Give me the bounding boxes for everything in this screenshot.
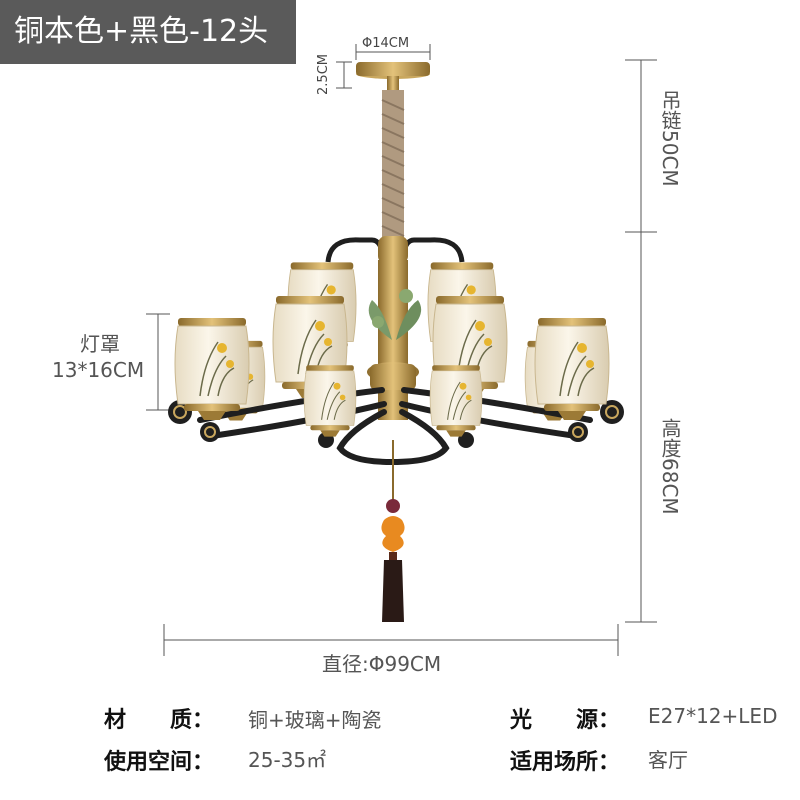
product-variant-badge: 铜本色+黑色-12头 bbox=[0, 0, 296, 64]
material-label: 材 质： bbox=[104, 708, 215, 733]
place-value: 客厅 bbox=[648, 748, 688, 772]
canopy-diameter-label: Φ14CM bbox=[362, 36, 410, 51]
chain-length-label: 吊链50CM bbox=[658, 90, 682, 187]
height-label: 高度68CM bbox=[658, 418, 682, 515]
area-label: 使用空间： bbox=[104, 750, 215, 775]
light-source-value: E27*12+LED bbox=[648, 704, 778, 728]
canopy-height-label: 2.5CM bbox=[316, 54, 331, 95]
place-label: 适用场所： bbox=[510, 750, 621, 775]
diameter-label: 直径:Φ99CM bbox=[322, 652, 442, 676]
material-value: 铜+玻璃+陶瓷 bbox=[248, 708, 382, 732]
light-source-label: 光 源： bbox=[510, 708, 621, 733]
shade-size-label: 13*16CM bbox=[52, 358, 145, 382]
shade-label: 灯罩 bbox=[80, 332, 120, 356]
area-value: 25-35㎡ bbox=[248, 748, 327, 772]
